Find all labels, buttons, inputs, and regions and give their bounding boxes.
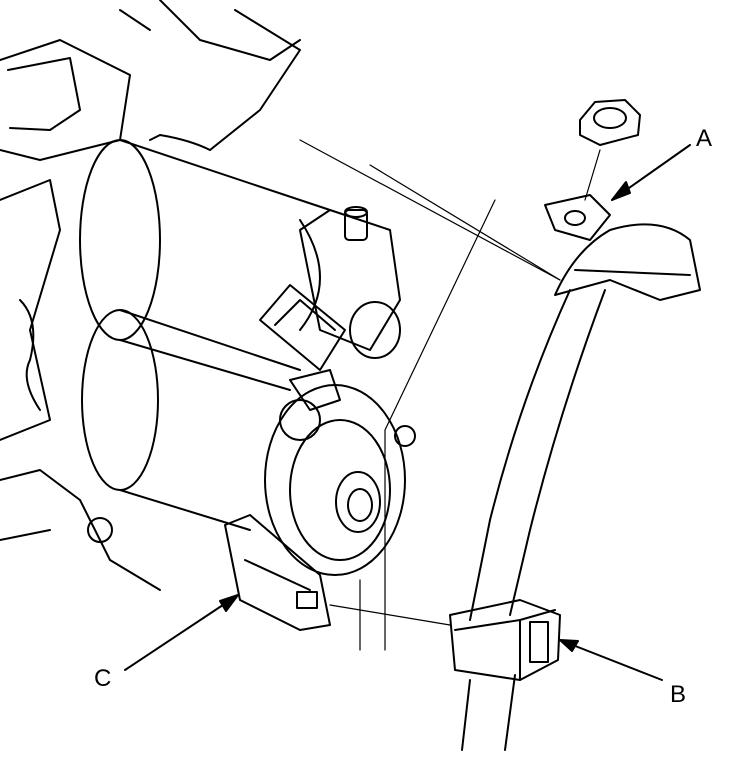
arrow-c [124, 594, 239, 671]
callout-label-b: B [670, 681, 687, 708]
battery-cable [461, 194, 701, 751]
callout-label-a: A [696, 125, 713, 152]
cable-clamp-b [449, 599, 561, 681]
terminal-stud [299, 206, 401, 359]
callout-label-c: C [94, 665, 112, 692]
arrow-b [559, 639, 663, 681]
terminal-nut [579, 99, 641, 146]
starter-solenoid [79, 134, 331, 391]
reference-lines [299, 139, 601, 651]
callout-arrows [124, 144, 691, 681]
connector-c [224, 514, 331, 631]
solenoid-connector [259, 284, 346, 441]
starter-motor-body [81, 309, 416, 576]
engine-block [0, 0, 301, 591]
